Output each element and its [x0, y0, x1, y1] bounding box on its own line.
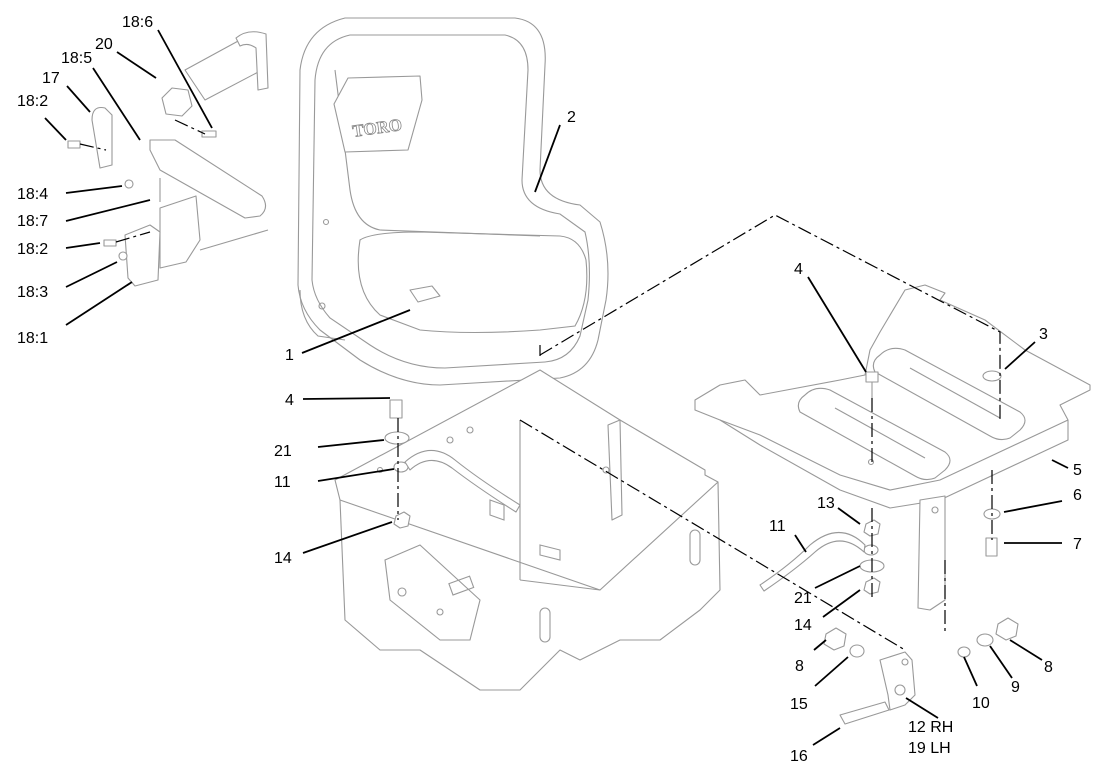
washer-18-3: [118, 251, 128, 261]
callout-7: 7: [1073, 536, 1082, 553]
spacer-3: [982, 370, 1002, 382]
callout-6: 6: [1073, 487, 1082, 504]
callout-17: 17: [42, 70, 60, 87]
callout-9: 9: [1011, 679, 1020, 696]
callout-5: 5: [1073, 462, 1082, 479]
callout-11-left: 11: [274, 474, 291, 491]
spacer-21-left: [384, 431, 410, 445]
armrest: [149, 139, 267, 219]
callout-21-left: 21: [274, 443, 292, 460]
callout-10: 10: [972, 695, 990, 712]
callout-1: 1: [285, 347, 294, 364]
callout-18-2-lower: 18:2: [17, 241, 48, 258]
pivot-clamp: [235, 31, 269, 91]
screw-18-6: [201, 130, 217, 138]
callout-18-7: 18:7: [17, 213, 48, 230]
armrest-assembly: [67, 31, 269, 287]
callout-12-rh: 12 RH: [908, 719, 953, 736]
seat-plate: [694, 284, 1091, 611]
callout-labels: 18:6 20 18:5 17 18:2 18:4 18:7 18:2 18:3…: [17, 14, 1082, 765]
plate-flange: [917, 495, 946, 611]
callout-11-right: 11: [769, 518, 786, 535]
slot-front: [797, 387, 951, 481]
callout-18-5: 18:5: [61, 50, 92, 67]
callout-21-right: 21: [794, 590, 812, 607]
assembly-center-lines: [79, 119, 1001, 651]
callout-8-left: 8: [795, 658, 804, 675]
callout-15: 15: [790, 696, 808, 713]
callout-8-right: 8: [1044, 659, 1053, 676]
callout-3: 3: [1039, 326, 1048, 343]
nut-8-left: [823, 627, 847, 651]
callout-16: 16: [790, 748, 808, 765]
lockwasher-10: [957, 646, 971, 658]
washer-15: [849, 644, 865, 658]
clamp-bracket: [91, 106, 113, 169]
armrest-pivot-shaft: [184, 38, 263, 101]
ground-wire-left: [404, 449, 521, 513]
washer-9: [976, 633, 994, 647]
callout-18-2-upper: 18:2: [17, 93, 48, 110]
bolt-18-2-lower: [103, 239, 117, 247]
callout-19-lh: 19 LH: [908, 740, 951, 757]
armrest-bracket: [159, 195, 201, 269]
nut-14-left: [393, 511, 411, 529]
callout-2: 2: [567, 109, 576, 126]
armrest-mount: [124, 224, 161, 287]
callout-18-6: 18:6: [122, 14, 153, 31]
seat-latch: [409, 285, 441, 303]
seat-logo-panel: [333, 75, 423, 153]
seat: TORO: [297, 17, 609, 386]
callout-4-left: 4: [285, 392, 294, 409]
bolt-7: [985, 537, 998, 557]
hardware: [384, 370, 1019, 725]
leader-lines: [44, 29, 1069, 746]
slot-rear: [872, 347, 1026, 441]
callout-14-left: 14: [274, 550, 292, 567]
callout-18-3: 18:3: [17, 284, 48, 301]
callout-14-right: 14: [794, 617, 812, 634]
hex-head: [161, 87, 193, 117]
callout-18-4: 18:4: [17, 186, 48, 203]
bolt-4-right: [865, 371, 879, 383]
callout-4-right: 4: [794, 261, 803, 278]
callout-20: 20: [95, 36, 113, 53]
callout-18-1: 18:1: [17, 330, 48, 347]
washer-18-4: [124, 179, 134, 189]
nut-8-right: [995, 617, 1019, 641]
bolt-16: [839, 701, 890, 725]
bolt-18-2-upper: [67, 140, 81, 149]
terminal-11-right: [863, 544, 879, 556]
ground-wire-right: [759, 532, 866, 592]
bolt-4-left: [389, 399, 403, 419]
callout-13: 13: [817, 495, 835, 512]
frame-post: [607, 419, 623, 521]
